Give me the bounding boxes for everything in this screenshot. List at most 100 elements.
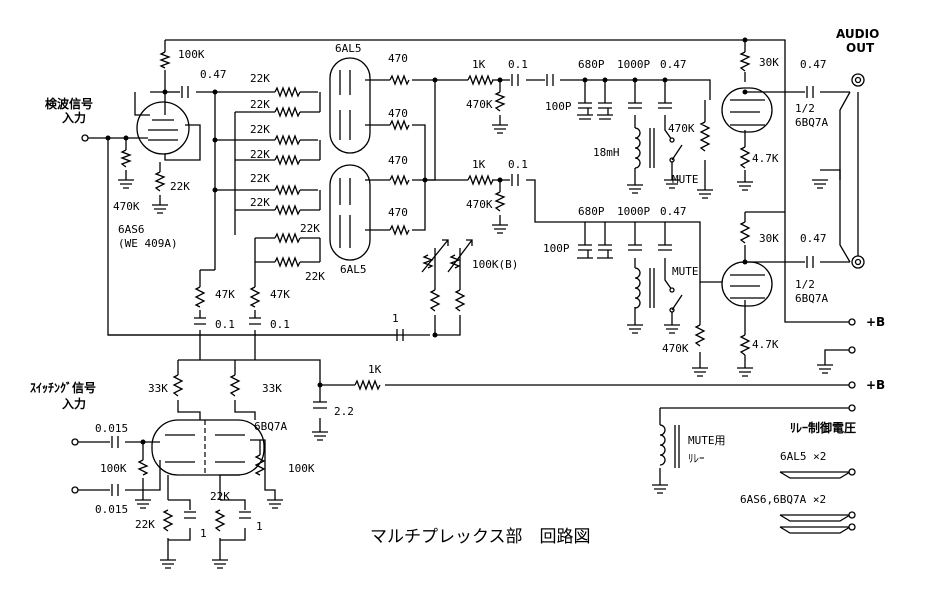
resistor — [389, 74, 410, 86]
resistor — [429, 289, 441, 312]
ground-symbol — [737, 181, 753, 191]
label-relay-voltage: ﾘﾚｰ制御電圧 — [790, 420, 856, 435]
label-r-100k: 100K — [100, 462, 127, 475]
ground-symbol — [627, 324, 643, 334]
label-c-1: 1 — [256, 520, 263, 533]
terminal-switch-in-1 — [71, 438, 79, 446]
resistor — [354, 379, 381, 391]
junction-dots — [105, 37, 748, 445]
resistor — [194, 286, 206, 308]
label-v1-type: 6AS6 — [118, 223, 145, 236]
tube-6al5-upper — [329, 57, 371, 154]
resistor — [699, 121, 711, 152]
label-mute: MUTE — [672, 265, 699, 278]
resistor — [154, 171, 166, 192]
diagram-title: マルチプレックス部 回路図 — [370, 527, 591, 547]
label-r-22k: 22K — [210, 490, 230, 503]
resistor — [467, 174, 494, 186]
label-c-100p: 100P — [545, 100, 572, 113]
label-c-1: 1 — [200, 527, 207, 540]
label-r-22k: 22K — [250, 72, 270, 85]
label-r-22k: 22K — [250, 196, 270, 209]
label-r-30k: 30K — [759, 56, 779, 69]
junction-dot — [212, 187, 218, 193]
ground-symbol — [212, 559, 228, 569]
label-c-047: 0.47 — [200, 68, 227, 81]
inductor-core — [649, 268, 655, 308]
wiring — [75, 39, 859, 560]
label-c-100p: 100P — [543, 242, 570, 255]
capacitor — [239, 511, 251, 519]
junction-dot — [422, 177, 428, 183]
junction-dot — [105, 135, 111, 141]
label-switching-in-1: ｽｲｯﾁﾝｸﾞ信号 — [30, 380, 96, 395]
capacitor — [111, 484, 119, 496]
label-r-4-7k: 4.7K — [752, 338, 779, 351]
junction-dot — [662, 77, 668, 83]
volume-pots — [421, 239, 473, 273]
ground-symbol — [492, 224, 508, 234]
resistor — [739, 221, 751, 244]
capacitor — [578, 244, 612, 251]
ground-symbol — [664, 179, 680, 189]
switch-blade — [671, 144, 683, 161]
ground-symbol — [118, 170, 134, 189]
grounds — [118, 108, 833, 569]
label-mute-relay-1: MUTE用 — [688, 434, 726, 447]
ground-symbol — [312, 431, 328, 441]
junction-dot — [742, 37, 748, 43]
label-c-047: 0.47 — [660, 205, 687, 218]
mute-switches — [669, 137, 683, 313]
inductor — [634, 267, 641, 309]
label-mute: MUTE — [672, 173, 699, 186]
labels: 検波信号 入力 ｽｲｯﾁﾝｸﾞ信号 入力 AUDIO OUT +B +B ﾘﾚｰ… — [30, 27, 885, 547]
resistor — [120, 149, 132, 168]
resistor — [739, 51, 751, 72]
tube-6bq7a-switch — [151, 419, 265, 476]
ground-symbol — [664, 324, 680, 334]
inductors — [634, 127, 680, 468]
resistor — [274, 86, 301, 98]
resistor — [274, 204, 301, 216]
inductor-18mh — [634, 127, 641, 169]
resistor — [162, 509, 174, 532]
resistor — [494, 91, 506, 112]
resistor — [274, 106, 301, 118]
terminal-audio-out-r-center — [854, 258, 862, 266]
label-r-470: 470 — [388, 107, 408, 120]
junction-dot — [212, 137, 218, 143]
tube-6bq7a-out-upper — [721, 87, 773, 133]
pot-arrow — [421, 239, 449, 273]
resistor — [739, 334, 751, 356]
label-r-100k: 100K — [178, 48, 205, 61]
terminal-ground — [848, 346, 856, 354]
label-v5-type: 6BQ7A — [795, 116, 828, 129]
label-v5-half: 1/2 — [795, 102, 815, 115]
junction-dot — [497, 177, 503, 183]
resistor — [467, 74, 494, 86]
resistor — [254, 454, 266, 476]
label-v3-type: 6AL5 — [340, 263, 367, 276]
terminal-heater-1 — [848, 468, 856, 476]
ground-symbol — [627, 184, 643, 194]
resistor — [229, 374, 241, 397]
terminal-heater-2b — [848, 523, 856, 531]
relay-core — [674, 425, 680, 468]
resistor — [274, 184, 301, 196]
label-r-1k: 1K — [472, 58, 486, 71]
ground-symbol — [697, 189, 713, 199]
capacitor — [578, 102, 612, 109]
junction-dot — [432, 332, 438, 338]
label-r-1k: 1K — [368, 363, 382, 376]
junction-dot — [317, 382, 323, 388]
label-r-470k: 470K — [466, 198, 493, 211]
resistors — [120, 51, 751, 532]
inductor-core — [649, 128, 655, 168]
junction-dot — [602, 77, 608, 83]
tube-6al5-lower — [329, 164, 371, 261]
label-c-2-2: 2.2 — [334, 405, 354, 418]
ground-symbol — [152, 204, 168, 214]
label-heater-1: 6AL5 ×2 — [780, 450, 826, 463]
label-v4-type: 6BQ7A — [254, 420, 287, 433]
